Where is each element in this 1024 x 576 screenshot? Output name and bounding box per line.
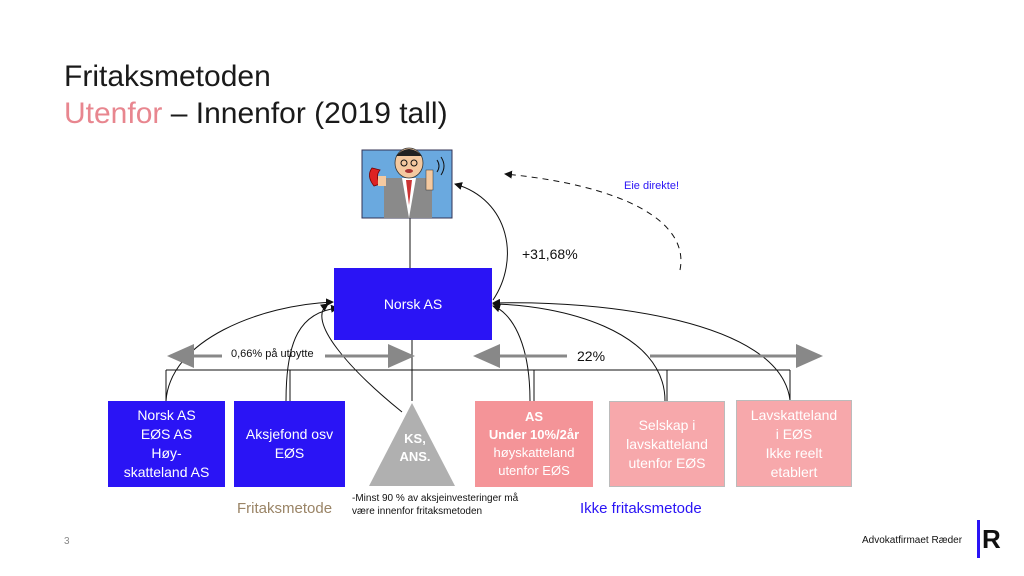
b2-line2: EØS (274, 445, 305, 461)
utbytte-tax-label: 0,66% på utbytte (231, 348, 314, 360)
owner-tax-label: +31,68% (522, 246, 578, 262)
norsk-as-box: Norsk AS (334, 268, 492, 340)
fritaksmetode-label: Fritaksmetode (237, 500, 333, 517)
as-under-10-box: AS Under 10%/2år høyskatteland utenfor E… (475, 401, 593, 487)
p1-line1: AS (524, 409, 544, 424)
page-number: 3 (64, 536, 70, 547)
lavskatteland-eos-box: Lavskatteland i EØS Ikke reelt etablert (736, 400, 852, 487)
ks-ans-label: KS, ANS. (380, 430, 450, 466)
selskap-lavskatteland-box: Selskap i lavskatteland utenfor EØS (609, 401, 725, 487)
ks-triangle (369, 403, 455, 486)
company-logo: R (982, 524, 1001, 554)
p1-line4: utenfor EØS (498, 463, 570, 478)
p3-line2: i EØS (775, 425, 813, 442)
p2-line1: Selskap i (638, 416, 696, 433)
subtitle-rest: – Innenfor (2019 tall) (162, 97, 448, 130)
b1-line4: skatteland AS (123, 464, 210, 480)
p3-line3: Ikke reelt (765, 444, 823, 461)
p3-line1: Lavskatteland (750, 406, 838, 423)
page-subtitle: Utenfor – Innenfor (2019 tall) (64, 97, 448, 131)
minst-90-note: -Minst 90 % av aksjeinvesteringer må vær… (352, 492, 518, 518)
b1-line2: EØS AS (140, 426, 193, 442)
page-title: Fritaksmetoden (64, 60, 271, 93)
aksjefond-box: Aksjefond osv EØS (234, 401, 345, 487)
corporate-tax-label: 22% (577, 348, 606, 364)
eie-direkte-label: Eie direkte! (624, 180, 680, 192)
ikke-fritaksmetode-label: Ikke fritaksmetode (580, 500, 702, 517)
company-name: Advokatfirmaet Ræder (862, 535, 963, 546)
logo-bar (977, 520, 980, 558)
norsk-eos-box: Norsk AS EØS AS Høy- skatteland AS (108, 401, 225, 487)
p1-line2: Under 10%/2år (488, 427, 580, 442)
minst-line1: -Minst 90 % av aksjeinvesteringer må (352, 493, 519, 504)
p2-line3: utenfor EØS (628, 454, 706, 471)
p3-line4: etablert (770, 463, 818, 480)
ks-line2: ANS. (399, 449, 431, 464)
b1-line1: Norsk AS (137, 407, 196, 423)
ks-line1: KS, (404, 431, 426, 446)
b1-line3: Høy- (151, 445, 182, 461)
minst-line2: være innenfor fritaksmetoden (352, 506, 483, 517)
b2-line1: Aksjefond osv (245, 426, 334, 442)
p2-line2: lavskatteland (626, 435, 708, 452)
businessman-phone-icon (361, 147, 453, 219)
subtitle-highlight: Utenfor (64, 97, 163, 130)
p1-line3: høyskatteland (493, 445, 575, 460)
norsk-as-label: Norsk AS (383, 296, 443, 312)
